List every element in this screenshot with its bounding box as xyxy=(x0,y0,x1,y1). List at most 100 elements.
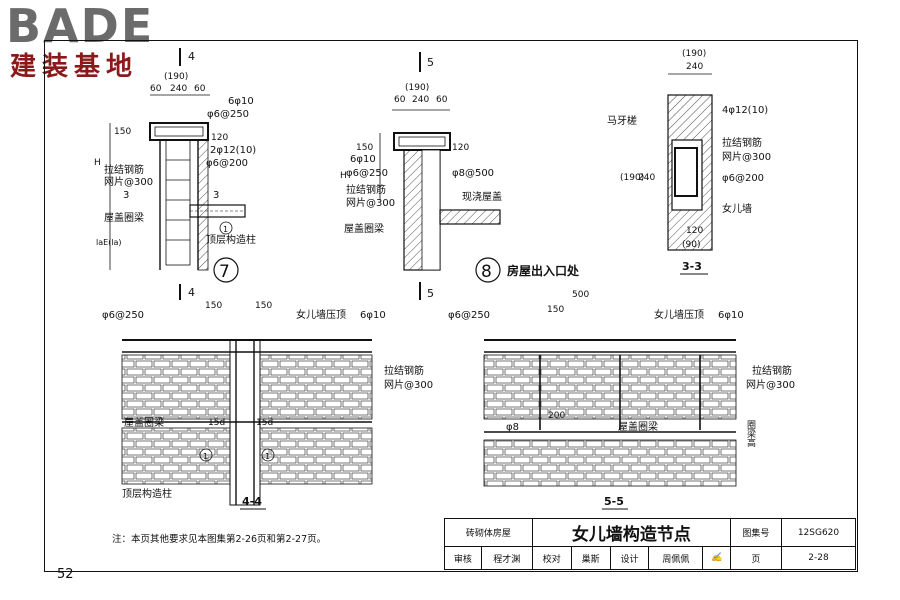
svg-text:6φ10: 6φ10 xyxy=(360,310,386,321)
svg-text:网片@300: 网片@300 xyxy=(722,150,771,163)
detail-8: 5 5 (190) 60 240 60 150 H 120 6φ10 φ6@25… xyxy=(340,52,580,300)
section-3-3: (190) 240 马牙槎 4φ12(10) 拉结钢筋 网片@300 φ6@20… xyxy=(607,49,771,275)
svg-text:屋盖圈梁: 屋盖圈梁 xyxy=(124,416,164,429)
svg-text:120: 120 xyxy=(452,143,469,153)
svg-text:6φ10: 6φ10 xyxy=(718,310,744,321)
svg-text:马牙槎: 马牙槎 xyxy=(607,114,637,127)
svg-text:φ6@200: φ6@200 xyxy=(722,173,764,184)
svg-text:拉结钢筋: 拉结钢筋 xyxy=(722,136,762,149)
tb-page-value: 2-28 xyxy=(780,546,857,570)
svg-text:网片@300: 网片@300 xyxy=(384,378,433,391)
elevation-4-4: 150 150 15d 15d φ6@250 女儿墙压顶 6φ10 拉结钢筋 网… xyxy=(102,301,433,510)
tb-reviewer: 程才渊 xyxy=(480,546,533,570)
tb-check-label: 校对 xyxy=(531,546,572,570)
svg-text:顶层构造柱: 顶层构造柱 xyxy=(122,487,172,500)
svg-text:5: 5 xyxy=(427,56,434,69)
svg-text:3: 3 xyxy=(213,190,219,201)
tb-category: 砖砌体房屋 xyxy=(444,518,533,547)
elev55-title: 5-5 xyxy=(604,495,624,508)
svg-text:女儿墙压顶: 女儿墙压顶 xyxy=(296,308,346,321)
svg-text:1: 1 xyxy=(223,225,228,234)
section33-title: 3-3 xyxy=(682,260,702,273)
svg-text:500: 500 xyxy=(572,290,589,300)
footnote: 注：本页其他要求见本图集第2-26页和第2-27页。 xyxy=(112,534,327,545)
svg-text:拉结钢筋: 拉结钢筋 xyxy=(104,163,144,176)
svg-text:150: 150 xyxy=(114,127,131,137)
tb-page-label: 页 xyxy=(729,546,782,570)
svg-text:女儿墙压顶: 女儿墙压顶 xyxy=(654,308,704,321)
page-number: 52 xyxy=(57,567,74,582)
svg-text:(190): (190) xyxy=(164,72,188,82)
tb-signature: ✍ xyxy=(702,546,731,570)
svg-text:120: 120 xyxy=(211,133,228,143)
svg-text:150: 150 xyxy=(205,301,222,311)
svg-text:网片@300: 网片@300 xyxy=(104,175,153,188)
svg-text:拉结钢筋: 拉结钢筋 xyxy=(346,183,386,196)
svg-text:φ6@200: φ6@200 xyxy=(206,158,248,169)
svg-text:15d: 15d xyxy=(256,418,273,428)
svg-text:150: 150 xyxy=(547,305,564,315)
svg-text:φ6@250: φ6@250 xyxy=(207,109,249,120)
svg-text:屋盖圈梁: 屋盖圈梁 xyxy=(104,211,144,224)
svg-text:1: 1 xyxy=(265,452,270,461)
svg-text:60: 60 xyxy=(194,84,206,94)
tb-designer: 周佩佩 xyxy=(648,546,704,570)
svg-text:240: 240 xyxy=(412,95,429,105)
tb-atlas-label: 图集号 xyxy=(729,518,782,547)
svg-text:150: 150 xyxy=(255,301,272,311)
svg-text:4φ12(10): 4φ12(10) xyxy=(722,105,768,116)
tb-checker: 巢斯 xyxy=(570,546,611,570)
svg-text:φ6@250: φ6@250 xyxy=(448,310,490,321)
svg-text:240: 240 xyxy=(686,62,703,72)
svg-text:60: 60 xyxy=(394,95,406,105)
svg-text:现浇屋盖: 现浇屋盖 xyxy=(462,190,502,203)
svg-text:120: 120 xyxy=(686,226,703,236)
svg-text:60: 60 xyxy=(150,84,162,94)
svg-text:网片@300: 网片@300 xyxy=(746,378,795,391)
svg-text:φ6@250: φ6@250 xyxy=(346,168,388,179)
svg-text:φ6@250: φ6@250 xyxy=(102,310,144,321)
svg-text:2φ12(10): 2φ12(10) xyxy=(210,145,256,156)
svg-text:15d: 15d xyxy=(208,418,225,428)
svg-text:60: 60 xyxy=(436,95,448,105)
logo-cjk: 建装基地 xyxy=(10,52,139,82)
tb-design-label: 设计 xyxy=(609,546,650,570)
detail8-title: 房屋出入口处 xyxy=(507,263,580,278)
drawing-frame xyxy=(44,40,858,572)
detail7-section-mark: 4 xyxy=(188,50,195,63)
elevation-5-5: 500 150 200 φ6@250 女儿墙压顶 6φ10 拉结钢筋 网片@30… xyxy=(448,290,795,510)
svg-text:5: 5 xyxy=(427,287,434,300)
tb-title: 女儿墙构造节点 xyxy=(531,518,731,547)
svg-text:φ8: φ8 xyxy=(506,422,519,433)
svg-text:H: H xyxy=(94,158,101,168)
svg-text:顶层构造柱: 顶层构造柱 xyxy=(206,233,256,246)
svg-text:3: 3 xyxy=(123,190,129,201)
tb-atlas-value: 12SG620 xyxy=(780,518,857,547)
svg-text:240: 240 xyxy=(170,84,187,94)
svg-text:6φ10: 6φ10 xyxy=(228,96,254,107)
svg-text:(190): (190) xyxy=(620,173,644,183)
svg-text:拉结钢筋: 拉结钢筋 xyxy=(752,364,792,377)
detail7-number: 7 xyxy=(219,262,230,282)
logo-latin: BADE xyxy=(6,0,155,53)
svg-text:女儿墙: 女儿墙 xyxy=(722,202,752,215)
tb-review-label: 审核 xyxy=(444,546,482,570)
svg-text:屋盖圈梁: 屋盖圈梁 xyxy=(618,420,658,433)
svg-text:1: 1 xyxy=(203,452,208,461)
svg-text:φ8@500: φ8@500 xyxy=(452,168,494,179)
title-block: 砖砌体房屋 女儿墙构造节点 图集号 12SG620 审核 程才渊 校对 巢斯 设… xyxy=(444,518,857,570)
detail-7: 4 4 (190) 60 240 60 150 H laE(la) 120 6φ… xyxy=(94,48,256,300)
detail7-section-mark-bottom: 4 xyxy=(188,286,195,299)
svg-text:屋盖圈梁: 屋盖圈梁 xyxy=(344,222,384,235)
svg-text:150: 150 xyxy=(356,143,373,153)
svg-text:6φ10: 6φ10 xyxy=(350,154,376,165)
elev44-title: 4-4 xyxy=(242,495,262,508)
detail8-number: 8 xyxy=(481,262,492,282)
svg-text:拉结钢筋: 拉结钢筋 xyxy=(384,364,424,377)
svg-text:(190): (190) xyxy=(682,49,706,59)
svg-text:laE(la): laE(la) xyxy=(96,238,122,247)
svg-text:网片@300: 网片@300 xyxy=(346,196,395,209)
svg-text:圈梁高: 圈梁高 xyxy=(745,420,756,448)
svg-text:(190): (190) xyxy=(405,83,429,93)
